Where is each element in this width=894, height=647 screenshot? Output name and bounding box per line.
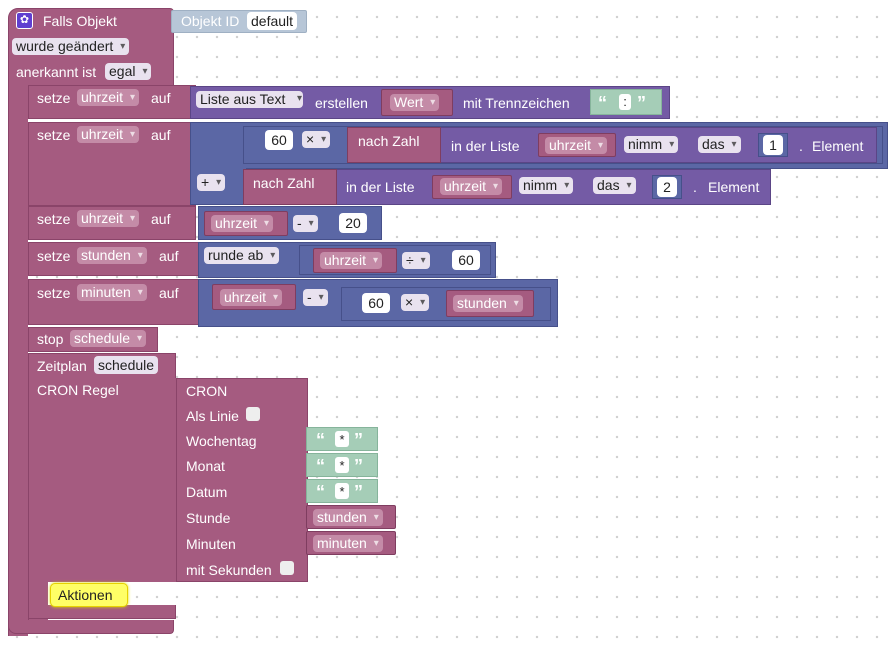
operator-dropdown[interactable]: - xyxy=(293,215,318,232)
wochentag-label: Wochentag xyxy=(186,433,257,449)
index-field[interactable]: 1 xyxy=(763,135,783,155)
var-dropdown-uhrzeit[interactable]: uhrzeit xyxy=(220,289,283,306)
to-number-block-2[interactable] xyxy=(243,169,337,205)
quote-open-icon: “ xyxy=(598,93,607,113)
auf-label: auf xyxy=(151,90,171,106)
dot-label: . xyxy=(799,138,803,154)
auf-label: auf xyxy=(151,211,171,227)
quote-open-icon: “ xyxy=(316,430,325,450)
schedule-name-field[interactable]: schedule xyxy=(94,356,159,374)
index-field[interactable]: 2 xyxy=(657,177,677,197)
var-dropdown-uhrzeit[interactable]: uhrzeit xyxy=(211,215,274,232)
element-label: Element xyxy=(812,138,864,154)
separator-field[interactable]: : xyxy=(619,94,631,110)
var-dropdown-stunden[interactable]: stunden xyxy=(313,509,383,526)
number-field[interactable]: 60 xyxy=(452,250,480,270)
var-dropdown-stunden[interactable]: stunden xyxy=(77,247,147,264)
datum-label: Datum xyxy=(186,484,228,500)
mit-sekunden-label: mit Sekunden xyxy=(186,562,272,578)
nimm-dropdown[interactable]: nimm xyxy=(624,136,679,153)
number-field[interactable]: 60 xyxy=(265,130,293,150)
statement-rail xyxy=(8,84,28,636)
als-linie-checkbox[interactable] xyxy=(246,407,260,421)
quote-close-icon: ” xyxy=(354,430,363,450)
zeitplan-label: Zeitplan xyxy=(37,358,87,374)
var-dropdown-wert[interactable]: Wert xyxy=(390,94,440,111)
ack-label: anerkannt ist xyxy=(16,64,97,80)
das-dropdown[interactable]: das xyxy=(593,177,636,194)
nach-zahl-label: nach Zahl xyxy=(253,175,315,191)
var-dropdown-minuten[interactable]: minuten xyxy=(313,535,383,552)
set-uhrzeit-block-2[interactable] xyxy=(28,122,196,206)
das-dropdown[interactable]: das xyxy=(698,136,741,153)
setze-label: setze xyxy=(37,285,71,301)
minuten-label: Minuten xyxy=(186,536,236,552)
stunde-label: Stunde xyxy=(186,510,231,526)
auf-label: auf xyxy=(151,127,171,143)
var-dropdown-uhrzeit[interactable]: uhrzeit xyxy=(77,89,140,106)
event-block-bottom xyxy=(8,620,174,634)
operator-dropdown[interactable]: ÷ xyxy=(402,252,430,269)
in-der-liste-label: in der Liste xyxy=(451,138,520,154)
event-type-dropdown[interactable]: wurde geändert xyxy=(12,38,130,55)
var-dropdown-uhrzeit[interactable]: uhrzeit xyxy=(77,126,140,143)
dot-label: . xyxy=(693,179,697,195)
quote-open-icon: “ xyxy=(316,482,325,502)
quote-close-icon: ” xyxy=(354,456,363,476)
settings-gear-icon[interactable]: ✿ xyxy=(16,12,33,29)
ack-dropdown[interactable]: egal xyxy=(105,63,152,80)
object-id-label: Objekt ID xyxy=(181,13,240,29)
var-dropdown-uhrzeit[interactable]: uhrzeit xyxy=(440,178,503,195)
list-from-text-dropdown[interactable]: Liste aus Text xyxy=(196,91,304,108)
stop-label: stop xyxy=(37,331,64,347)
nimm-dropdown[interactable]: nimm xyxy=(519,177,574,194)
monat-field[interactable]: * xyxy=(335,457,349,473)
to-number-block[interactable] xyxy=(347,127,441,163)
var-dropdown-uhrzeit[interactable]: uhrzeit xyxy=(320,252,383,269)
mit-sekunden-checkbox[interactable] xyxy=(280,561,294,575)
var-dropdown-uhrzeit[interactable]: uhrzeit xyxy=(77,210,140,227)
var-dropdown-stunden[interactable]: stunden xyxy=(453,295,523,312)
number-field[interactable]: 20 xyxy=(339,213,367,233)
chevron-down-icon: ▾ xyxy=(297,93,303,104)
datum-field[interactable]: * xyxy=(335,483,349,499)
quote-open-icon: “ xyxy=(316,456,325,476)
setze-label: setze xyxy=(37,90,71,106)
cron-rule-row xyxy=(28,378,176,582)
auf-label: auf xyxy=(159,285,179,301)
number-field[interactable]: 60 xyxy=(362,293,390,313)
aktionen-comment[interactable] xyxy=(50,583,128,607)
wochentag-field[interactable]: * xyxy=(335,431,349,447)
operator-dropdown[interactable]: × xyxy=(302,131,331,148)
nach-zahl-label: nach Zahl xyxy=(358,133,420,149)
operator-dropdown[interactable]: × xyxy=(401,294,430,311)
erstellen-label: erstellen xyxy=(315,95,368,111)
quote-close-icon: ” xyxy=(637,93,646,113)
schedule-block-foot xyxy=(28,605,176,619)
event-title: Falls Objekt xyxy=(43,13,117,29)
quote-close-icon: ” xyxy=(354,482,363,502)
monat-label: Monat xyxy=(186,458,225,474)
operator-dropdown[interactable]: - xyxy=(303,289,328,306)
aktionen-label: Aktionen xyxy=(58,587,113,603)
round-dropdown[interactable]: runde ab xyxy=(204,247,280,264)
var-dropdown-uhrzeit[interactable]: uhrzeit xyxy=(545,137,608,154)
mit-trennzeichen-label: mit Trennzeichen xyxy=(463,95,570,111)
object-id-field[interactable]: default xyxy=(247,12,298,30)
element-label: Element xyxy=(708,179,760,195)
var-dropdown-minuten[interactable]: minuten xyxy=(77,284,147,301)
operator-dropdown[interactable]: + xyxy=(197,174,226,191)
als-linie-label: Als Linie xyxy=(186,408,239,424)
cron-label: CRON xyxy=(186,383,228,399)
setze-label: setze xyxy=(37,211,71,227)
setze-label: setze xyxy=(37,248,71,264)
cron-regel-label: CRON Regel xyxy=(37,382,119,398)
setze-label: setze xyxy=(37,127,71,143)
in-der-liste-label: in der Liste xyxy=(346,179,415,195)
auf-label: auf xyxy=(159,248,179,264)
schedule-dropdown[interactable]: schedule xyxy=(70,330,147,347)
